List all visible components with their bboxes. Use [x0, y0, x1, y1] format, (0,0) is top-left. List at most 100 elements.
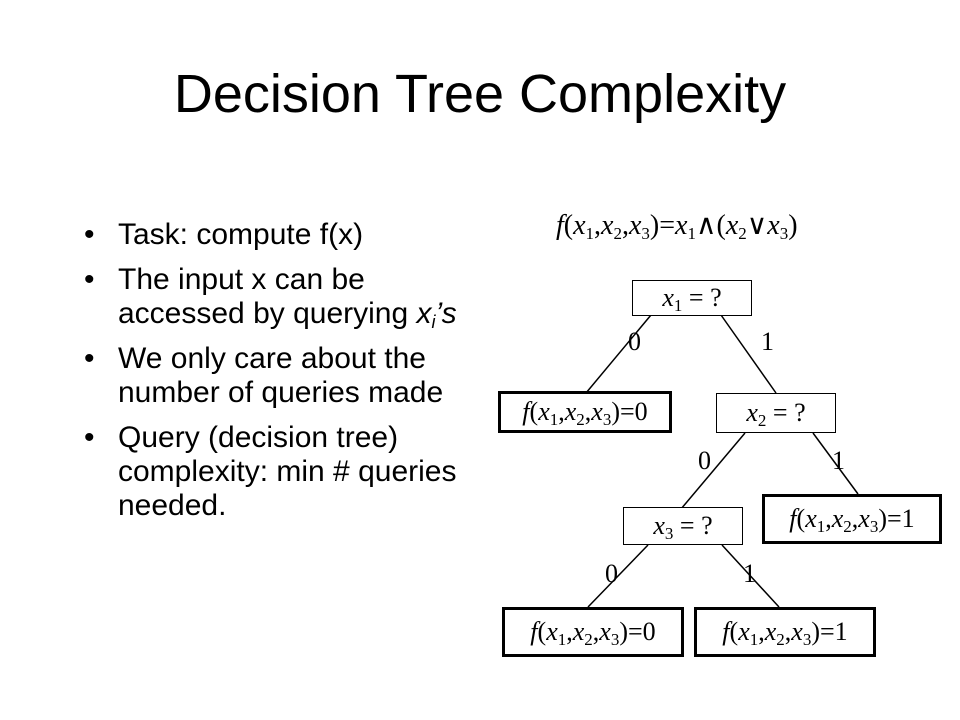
- leaf-result: =1: [820, 617, 848, 646]
- edge-q3-right: [721, 544, 780, 608]
- bullet-task: Task: compute f(x): [80, 218, 480, 252]
- bullet-complexity-text: Query (decision tree) complexity: min # …: [118, 421, 457, 522]
- formula-var: x: [767, 210, 780, 241]
- leaf-paren: (: [529, 397, 539, 426]
- tree-node-query-x1: x1 = ?: [632, 280, 752, 316]
- formula-paren: (: [716, 210, 726, 241]
- leaf-sub: 3: [802, 630, 812, 649]
- leaf-f: f: [530, 617, 538, 646]
- slide-title: Decision Tree Complexity: [173, 64, 787, 124]
- formula-paren: (: [563, 210, 574, 241]
- leaf-result: =1: [887, 504, 915, 533]
- leaf-sub: 3: [602, 410, 612, 429]
- leaf-comma: ,: [851, 504, 859, 533]
- bullet-list: Task: compute f(x) The input x can be ac…: [80, 218, 480, 534]
- leaf-sub: 3: [869, 517, 879, 536]
- leaf-comma: ,: [566, 617, 573, 646]
- leaf-var: x: [858, 504, 870, 533]
- leaf-var: x: [738, 617, 750, 646]
- bullet-input-text: The input x can be accessed by querying: [118, 263, 417, 330]
- tree-formula: f(x1,x2,x3)=x1∧(x2∨x3): [556, 208, 798, 244]
- formula-var: x: [675, 210, 688, 241]
- leaf-sub: 1: [557, 630, 567, 649]
- bullet-complexity: Query (decision tree) complexity: min # …: [80, 421, 480, 523]
- leaf-sub: 2: [843, 517, 852, 536]
- edge-q2-right: [812, 432, 859, 495]
- leaf-result: =0: [620, 397, 648, 426]
- leaf-paren: (: [537, 617, 547, 646]
- formula-sub: 2: [613, 224, 622, 243]
- leaf-sub: 2: [576, 410, 585, 429]
- leaf-f: f: [789, 504, 797, 533]
- leaf-var: x: [591, 397, 603, 426]
- leaf-paren: ): [611, 397, 621, 426]
- node-sub: 2: [757, 411, 767, 430]
- tree-leaf-f-0-bottom: f(x1,x2,x3)=0: [502, 607, 684, 657]
- node-query-text: = ?: [766, 398, 806, 427]
- leaf-comma: ,: [584, 397, 592, 426]
- leaf-var: x: [831, 504, 844, 533]
- bullet-task-text: Task: compute f(x): [118, 218, 364, 251]
- node-sub: 3: [664, 524, 674, 543]
- node-sub: 1: [673, 296, 683, 315]
- tree-leaf-f-1-right: f(x1,x2,x3)=1: [762, 494, 942, 544]
- leaf-sub: 2: [584, 630, 593, 649]
- leaf-comma: ,: [592, 617, 600, 646]
- formula-var: x: [725, 210, 739, 241]
- tree-node-query-x2: x2 = ?: [716, 393, 836, 433]
- leaf-sub: 3: [610, 630, 620, 649]
- bullet-care: We only care about the number of queries…: [80, 342, 480, 410]
- leaf-var: x: [791, 617, 803, 646]
- leaf-comma: ,: [758, 617, 765, 646]
- leaf-var: x: [599, 617, 611, 646]
- leaf-sub: 1: [816, 517, 826, 536]
- node-var: x: [662, 283, 674, 312]
- formula-comma: ,: [621, 210, 629, 241]
- formula-and: ∧: [695, 210, 717, 241]
- node-var: x: [746, 398, 758, 427]
- formula-var: x: [628, 210, 642, 241]
- edge-label-q3-right: 1: [743, 559, 756, 588]
- edge-label-q1-left: 0: [628, 327, 641, 356]
- leaf-comma: ,: [784, 617, 792, 646]
- leaf-var: x: [805, 504, 817, 533]
- leaf-sub: 2: [776, 630, 785, 649]
- edge-label-q2-right: 1: [832, 446, 845, 475]
- formula-sub: 1: [687, 224, 696, 243]
- formula-sub: 1: [585, 224, 595, 243]
- tree-leaf-f-1-bottom: f(x1,x2,x3)=1: [694, 607, 876, 657]
- node-query-text: = ?: [682, 283, 722, 312]
- formula-f: f: [556, 210, 564, 241]
- edge-label-q2-left: 0: [698, 446, 711, 475]
- leaf-paren: ): [619, 617, 629, 646]
- leaf-comma: ,: [825, 504, 832, 533]
- leaf-paren: ): [878, 504, 888, 533]
- formula-sub: 3: [641, 224, 650, 243]
- formula-sub: 3: [779, 224, 789, 243]
- bullet-input-suffix: ’s: [435, 297, 457, 330]
- leaf-comma: ,: [558, 397, 565, 426]
- formula-or: ∨: [746, 210, 768, 241]
- formula-var: x: [573, 210, 586, 241]
- edge-q1-left: [585, 314, 652, 394]
- leaf-var: x: [538, 397, 550, 426]
- bullet-input: The input x can be accessed by querying …: [80, 263, 480, 331]
- formula-paren: ): [788, 210, 798, 241]
- leaf-paren: (: [796, 504, 806, 533]
- leaf-paren: (: [729, 617, 739, 646]
- leaf-paren: ): [811, 617, 821, 646]
- leaf-var: x: [764, 617, 777, 646]
- leaf-var: x: [546, 617, 558, 646]
- bullet-input-sub: i: [431, 312, 436, 332]
- bullet-care-text: We only care about the number of queries…: [118, 342, 444, 409]
- edge-label-q1-right: 1: [761, 327, 774, 356]
- edge-q2-left: [680, 432, 746, 510]
- formula-var: x: [601, 210, 614, 241]
- leaf-f: f: [522, 397, 530, 426]
- formula-sub: 2: [738, 224, 747, 243]
- bullet-input-var: x: [416, 297, 432, 330]
- node-var: x: [653, 511, 665, 540]
- tree-node-query-x3: x3 = ?: [623, 507, 743, 545]
- formula-equals: )=: [649, 210, 676, 241]
